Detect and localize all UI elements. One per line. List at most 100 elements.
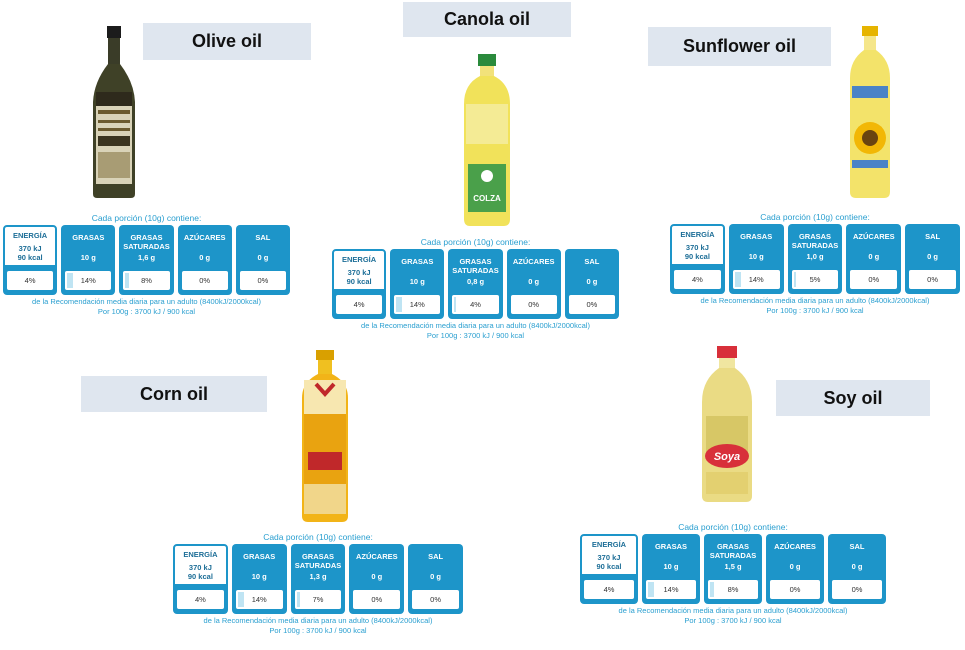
nutrient-foot: 0% <box>177 267 232 295</box>
nutrient-percent-box: 8% <box>708 580 758 599</box>
energy-name: ENERGÍA <box>680 230 715 239</box>
nutrient-foot: 14% <box>642 576 700 604</box>
energy-kcal: 90 kcal <box>684 252 710 261</box>
nutrient-percent: 5% <box>809 275 821 284</box>
nutrient-head: SAL 0 g <box>828 534 886 576</box>
nutrient-name: SAL <box>925 232 941 241</box>
nutrient-name: GRASAS SATURADAS <box>709 542 757 560</box>
nutrient-head: GRASAS SATURADAS 1,3 g <box>290 544 346 586</box>
nutrient-name: SAL <box>849 542 865 551</box>
nutrient-amount: 0 g <box>868 252 880 261</box>
energy-percent: 4% <box>603 585 615 594</box>
nutrient-foot: 0% <box>905 266 960 294</box>
nutrient-name: SAL <box>255 233 271 242</box>
nutrient-percent: 14% <box>251 595 267 604</box>
nutrient-amount: 1,3 g <box>309 572 327 581</box>
nutrient-fill-bar <box>125 273 129 288</box>
nutrient-fill-bar <box>237 592 244 607</box>
nutrient-name: GRASAS <box>654 542 688 551</box>
energy-cell: ENERGÍA 370 kJ 90 kcal 4% <box>332 249 387 319</box>
nutrient-foot: 5% <box>787 266 843 294</box>
nutrient-amount: 0 g <box>528 277 540 286</box>
nutrient-head: SAL 0 g <box>408 544 463 586</box>
corn-oil-bottle-icon <box>302 350 348 522</box>
nutrient-percent: 8% <box>141 276 152 285</box>
energy-cell: ENERGÍA 370 kJ 90 kcal 4% <box>173 544 228 614</box>
nutrient-amount: 0 g <box>586 277 598 286</box>
energy-name: ENERGÍA <box>342 255 377 264</box>
nutrient-name: AZÚCARES <box>355 552 398 561</box>
nutrient-amount: 10 g <box>748 252 764 261</box>
daily-reference: de la Recomendación media diaria para un… <box>361 321 590 330</box>
nutrient-foot: 14% <box>728 266 784 294</box>
energy-cell: ENERGÍA 370 kJ 90 kcal 4% <box>670 224 725 294</box>
nutrient-percent-box: 14% <box>65 271 112 290</box>
nutrient-name: AZÚCARES <box>512 257 555 266</box>
nutrient-head: GRASAS 10 g <box>390 249 445 291</box>
label-intro: Cada porción (10g) contiene: <box>678 522 788 532</box>
energy-head: ENERGÍA 370 kJ 90 kcal <box>332 249 387 291</box>
nutrient-percent-box: 8% <box>123 271 170 290</box>
nutrient-percent-box: 0% <box>909 270 956 289</box>
nutrient-foot: 4% <box>448 291 503 319</box>
nutrient-amount: 0 g <box>371 572 383 581</box>
nutrient-percent-box: 14% <box>235 590 283 609</box>
energy-percent: 4% <box>194 595 206 604</box>
nutrient-foot: 0% <box>408 586 463 614</box>
energy-head: ENERGÍA 370 kJ 90 kcal <box>580 534 638 576</box>
nutrient-name: AZÚCARES <box>774 542 816 551</box>
nutrient-amount: 10 g <box>251 572 267 581</box>
nutrient-head: GRASAS 10 g <box>728 224 784 266</box>
nutrient-amount: 10 g <box>663 562 679 571</box>
energy-head: ENERGÍA 370 kJ 90 kcal <box>173 544 228 586</box>
nutrient-percent-box: 14% <box>732 270 780 289</box>
nutrient-foot: 0% <box>766 576 824 604</box>
nutrient-name: SAL <box>428 552 444 561</box>
energy-kj: 370 kJ <box>347 268 371 277</box>
nutrient-fill-bar <box>710 582 714 597</box>
nutrient-head: AZÚCARES 0 g <box>846 224 902 266</box>
nutrient-name: GRASAS <box>243 552 276 561</box>
energy-percent-box: 4% <box>584 580 634 599</box>
nutrient-name: SAL <box>584 257 600 266</box>
energy-cell: ENERGÍA 370 kJ 90 kcal 4% <box>580 534 638 604</box>
nutrient-percent: 0% <box>528 300 540 309</box>
nutrient-cell: GRASAS SATURADAS 1,5 g 8% <box>704 534 762 604</box>
soy-bottle-text: Soya <box>714 451 740 463</box>
nutrient-name: GRASAS <box>740 232 773 241</box>
energy-cell: ENERGÍA 370 kJ 90 kcal 4% <box>3 225 58 295</box>
energy-foot: 4% <box>670 266 725 294</box>
label-cells: ENERGÍA 370 kJ 90 kcal 4% GRASAS 10 g 14… <box>580 534 886 604</box>
nutrient-fill-bar <box>454 297 457 312</box>
nutrient-amount: 10 g <box>80 253 96 262</box>
nutrient-percent-box: 0% <box>770 580 820 599</box>
energy-percent-box: 4% <box>336 295 383 314</box>
nutrient-cell: GRASAS SATURADAS 1,0 g 5% <box>787 224 843 294</box>
nutrient-cell: AZÚCARES 0 g 0% <box>766 534 824 604</box>
nutrient-cell: GRASAS 10 g 14% <box>642 534 700 604</box>
label-cells: ENERGÍA 370 kJ 90 kcal 4% GRASAS 10 g 14… <box>332 249 619 319</box>
nutrient-amount: 1,6 g <box>137 253 156 262</box>
energy-foot: 4% <box>173 586 228 614</box>
nutrient-foot: 0% <box>506 291 561 319</box>
energy-kcal: 90 kcal <box>187 572 213 581</box>
per-100g: Por 100g : 3700 kJ / 900 kcal <box>426 331 525 340</box>
daily-reference: de la Recomendación media diaria para un… <box>618 606 848 615</box>
nutrient-head: GRASAS SATURADAS 0,8 g <box>448 249 503 291</box>
nutrient-percent-box: 14% <box>394 295 441 314</box>
energy-head: ENERGÍA 370 kJ 90 kcal <box>3 225 58 267</box>
nutrient-percent: 0% <box>851 585 863 594</box>
nutrient-cell: AZÚCARES 0 g 0% <box>177 225 232 295</box>
soy-oil-bottle-icon: Soya <box>702 346 752 502</box>
label-cells: ENERGÍA 370 kJ 90 kcal 4% GRASAS 10 g 14… <box>670 224 960 294</box>
canola-oil-title: Canola oil <box>403 2 571 37</box>
nutrient-percent: 7% <box>312 595 324 604</box>
canola-nutrition-label: Cada porción (10g) contiene: ENERGÍA 370… <box>332 237 619 347</box>
olive-oil-bottle-icon <box>93 26 135 198</box>
energy-percent: 4% <box>24 276 36 285</box>
label-cells: ENERGÍA 370 kJ 90 kcal 4% GRASAS 10 g 14… <box>3 225 290 295</box>
nutrient-percent: 14% <box>80 276 96 285</box>
nutrient-cell: GRASAS SATURADAS 1,3 g 7% <box>290 544 346 614</box>
label-intro: Cada porción (10g) contiene: <box>420 237 531 247</box>
nutrient-head: GRASAS SATURADAS 1,6 g <box>119 225 174 267</box>
